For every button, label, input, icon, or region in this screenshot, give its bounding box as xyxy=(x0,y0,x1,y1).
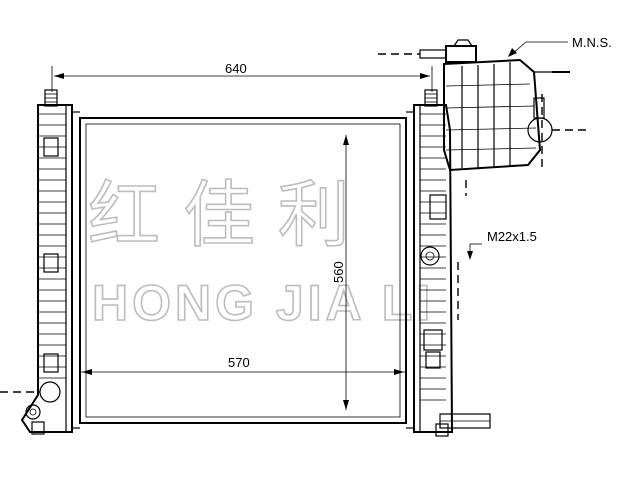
watermark-chinese: 红 佳 利 xyxy=(88,173,350,257)
radiator-core xyxy=(79,117,407,424)
dimension-640: 640 xyxy=(51,61,433,92)
dim-width-top: 640 xyxy=(225,61,247,76)
dimension-570: 570 xyxy=(80,355,406,375)
callout-thread: M22x1.5 xyxy=(467,229,537,260)
right-tank xyxy=(406,89,491,437)
watermark-latin: HONG JIA LI xyxy=(92,275,434,331)
watermark: 红 佳 利 HONG JIA LI xyxy=(87,172,434,332)
mns-label: M.N.S. xyxy=(572,35,612,50)
dimension-560: 560 xyxy=(331,135,349,410)
thread-label: M22x1.5 xyxy=(487,229,537,244)
dim-width-core: 570 xyxy=(228,355,250,370)
expansion-tank xyxy=(419,39,570,172)
callout-mns: M.N.S. xyxy=(508,35,612,57)
left-tank xyxy=(20,89,80,435)
dim-height: 560 xyxy=(331,261,346,283)
center-lines xyxy=(0,53,590,393)
